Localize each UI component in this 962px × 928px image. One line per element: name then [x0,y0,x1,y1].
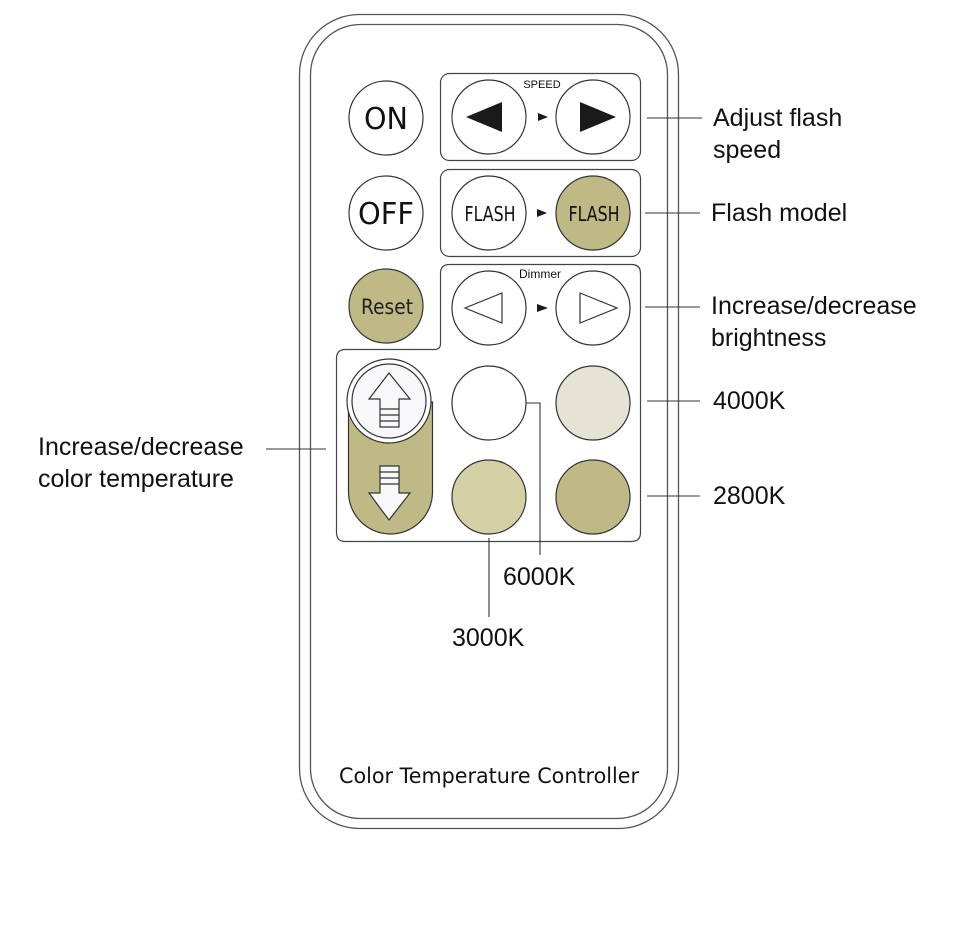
dimmer-up-button[interactable] [555,270,631,346]
swatch-6000k-button[interactable] [451,365,527,441]
callout-brightness-line1: Increase/decrease [711,292,917,320]
speed-group-label: SPEED [523,79,560,91]
callout-6000k: 6000K [503,563,576,591]
callout-3000k: 3000K [452,624,525,652]
callout-4000k: 4000K [713,387,786,415]
down-arrow-icon [367,465,412,521]
callout-brightness-line2: brightness [711,324,827,352]
swatch-2800k-button[interactable] [555,459,631,535]
flash-b-label: FLASH [569,202,620,226]
color-temp-slider[interactable] [346,358,434,535]
up-arrow-icon [367,372,412,428]
callout-color-temp-line1: Increase/decrease [38,433,244,461]
on-button[interactable]: ON [348,80,424,156]
swatch-4000k-button[interactable] [555,365,631,441]
off-button-label: OFF [358,197,414,232]
callout-speed-line2: speed [713,136,782,164]
callout-lines [266,117,702,617]
dimmer-color-panel [335,263,642,543]
dimmer-separator-icon [537,304,548,312]
solid-left-triangle-icon [466,102,502,132]
reset-button-label: Reset [361,295,413,319]
callout-brightness: Increase/decrease brightness [711,290,917,354]
speed-down-button[interactable] [451,79,527,155]
callout-speed: Adjust flash speed [713,102,842,166]
flash-panel [439,168,642,258]
flash-mode-b-button[interactable]: FLASH [555,175,631,251]
outline-left-triangle-icon [463,292,503,324]
k6000-leader [526,402,541,555]
remote-title: Color Temperature Controller [339,764,639,788]
solid-right-triangle-icon [580,102,616,132]
on-button-label: ON [364,102,408,137]
speed-panel [439,72,642,162]
callout-color-temp-line2: color temperature [38,465,234,493]
dimmer-group-label: Dimmer [519,267,561,281]
dimmer-down-button[interactable] [451,270,527,346]
temp-down-button[interactable] [367,465,412,521]
callout-2800k: 2800K [713,482,786,510]
callout-speed-line1: Adjust flash [713,104,843,132]
callout-flash: Flash model [711,199,848,227]
swatch-3000k-button[interactable] [451,459,527,535]
flash-separator-icon [537,209,547,217]
flash-mode-a-button[interactable]: FLASH [451,175,527,251]
temp-up-button[interactable] [346,358,432,444]
flash-a-label: FLASH [465,202,516,226]
speed-separator-icon [538,113,548,121]
callout-color-temp: Increase/decrease color temperature [38,431,244,495]
off-button[interactable]: OFF [348,175,424,251]
reset-button[interactable]: Reset [348,268,424,344]
outline-right-triangle-icon [579,292,619,324]
speed-up-button[interactable] [555,79,631,155]
